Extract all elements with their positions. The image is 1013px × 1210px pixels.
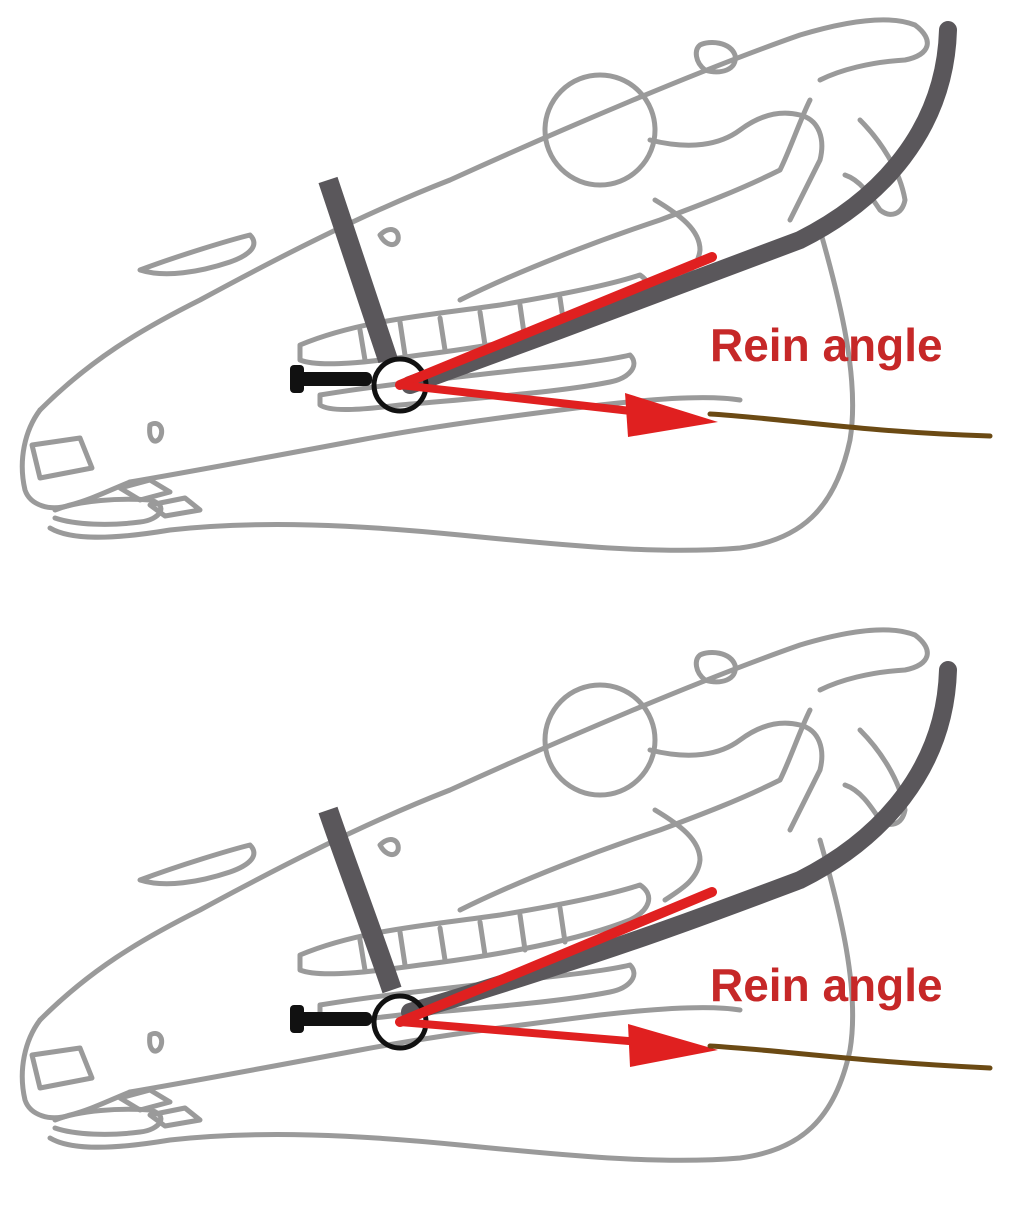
cheek-ridge [460, 710, 810, 910]
bit-end [290, 1005, 304, 1033]
diagram-panel-bottom: Rein angle [0, 610, 1013, 1210]
facial-crest [380, 840, 398, 855]
incisor-upper [32, 1048, 92, 1088]
rein-angle-label: Rein angle [710, 322, 943, 368]
rein-angle-lower-line [400, 385, 640, 412]
incisor-upper [32, 438, 92, 478]
temporal-line [655, 810, 700, 900]
incisor-lower [55, 1109, 161, 1134]
cheek-ridge [460, 100, 810, 300]
skull-outline [22, 630, 927, 1161]
chin-groove [150, 1033, 162, 1051]
horse-skull-illustration [0, 610, 1013, 1210]
skull-muzzle [22, 1020, 130, 1118]
horse-skull-illustration [0, 0, 1013, 600]
bit-end [290, 365, 304, 393]
noseband-strap [328, 810, 392, 990]
rein-angle-label: Rein angle [710, 962, 943, 1008]
lower-teeth [120, 1090, 200, 1126]
lower-teeth [120, 480, 200, 516]
skull-outline [22, 20, 927, 551]
nasal-notch [140, 235, 254, 274]
diagram-panel-top: Rein angle [0, 0, 1013, 600]
skull-muzzle [22, 410, 130, 508]
facial-crest [380, 230, 398, 245]
nasal-notch [140, 845, 254, 884]
rein-arrowhead [628, 1024, 718, 1067]
chin-groove [150, 423, 162, 441]
incisor-lower [55, 499, 161, 524]
